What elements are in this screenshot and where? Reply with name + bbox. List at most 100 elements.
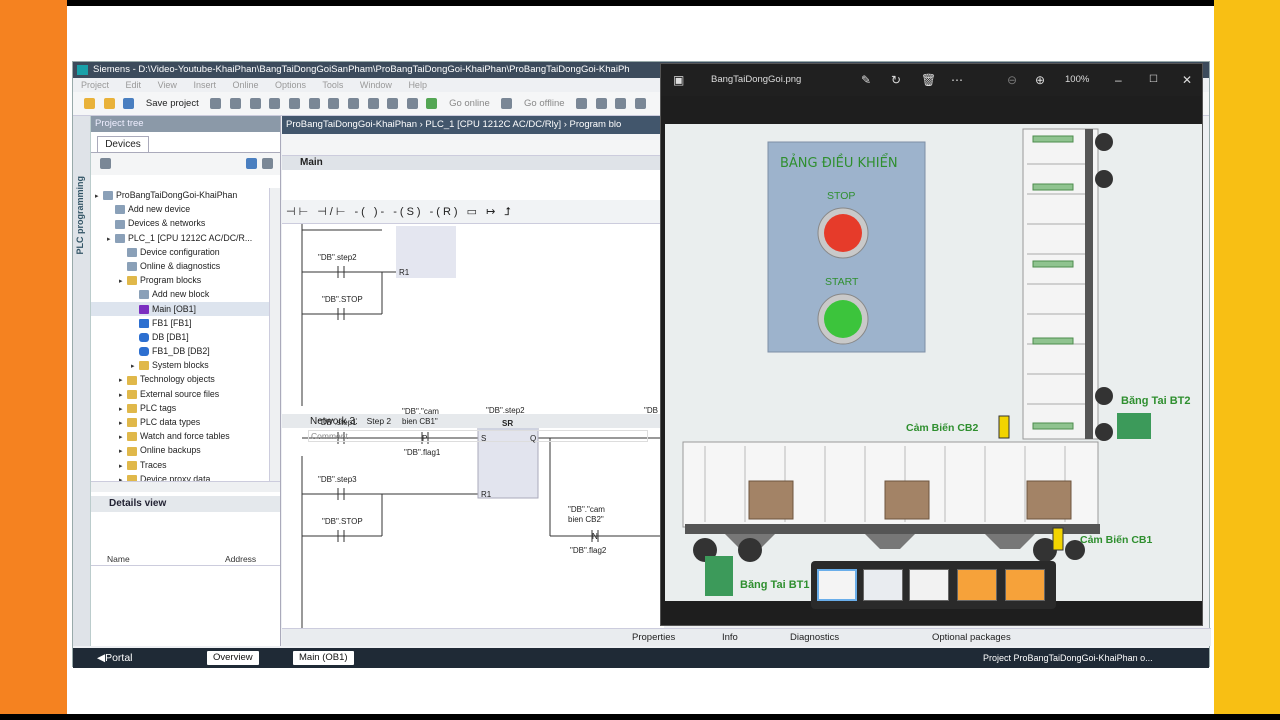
tree-item[interactable]: ▸Program blocks <box>91 273 269 287</box>
properties-tab[interactable]: Properties <box>632 632 676 643</box>
tree-expander-icon[interactable]: ▸ <box>119 391 123 399</box>
open-project-icon[interactable] <box>103 97 115 109</box>
network-3-comment[interactable]: Comment <box>308 430 648 442</box>
tree-expander-icon[interactable]: ▸ <box>95 193 99 200</box>
simulate-icon[interactable] <box>406 97 418 109</box>
go-online-icon[interactable] <box>426 97 438 109</box>
tree-expander-icon[interactable]: ▸ <box>119 278 123 286</box>
project-tree-scrollbar[interactable] <box>269 188 280 481</box>
tree-item[interactable]: FB1 [FB1] <box>91 316 269 330</box>
menu-help[interactable]: Help <box>408 80 427 90</box>
go-offline-button[interactable]: Go offline <box>524 98 565 109</box>
tree-item[interactable]: ▸PLC data types <box>91 415 269 429</box>
tree-item[interactable]: ▸Watch and force tables <box>91 429 269 443</box>
thumbnail-2[interactable] <box>863 569 903 601</box>
menu-tools[interactable]: Tools <box>322 80 344 90</box>
tree-expander-icon[interactable]: ▸ <box>119 405 123 413</box>
minimize-icon[interactable]: – <box>1115 73 1122 87</box>
download-icon[interactable] <box>367 97 379 109</box>
label-db-step2[interactable]: "DB".step2 <box>318 253 357 262</box>
label-db-flag2[interactable]: "DB".flag2 <box>570 546 607 555</box>
project-tree-hscrollbar[interactable] <box>91 481 280 492</box>
stop-button[interactable] <box>824 214 862 252</box>
thumbnail-5[interactable] <box>1005 569 1045 601</box>
label-db-stop-2[interactable]: "DB".STOP <box>322 517 363 526</box>
overview-tab[interactable]: Overview <box>207 651 259 665</box>
tree-item[interactable]: ▸System blocks <box>91 358 269 372</box>
tree-item[interactable]: ▸Technology objects <box>91 372 269 386</box>
tree-expander-icon[interactable]: ▸ <box>119 462 123 470</box>
tree-expander-icon[interactable]: ▸ <box>131 363 135 371</box>
save-icon[interactable] <box>123 97 135 109</box>
tree-item[interactable]: ▸Online backups <box>91 443 269 457</box>
start-button[interactable] <box>824 300 862 338</box>
label-sr-coil-step2[interactable]: "DB".step2 <box>486 406 525 415</box>
details-col-address[interactable]: Address <box>225 554 257 564</box>
tree-item[interactable]: FB1_DB [DB2] <box>91 344 269 358</box>
delete-icon[interactable]: 🗑 <box>921 73 937 87</box>
close-icon[interactable]: ✕ <box>1182 73 1193 87</box>
tree-item[interactable]: ▸External source files <box>91 387 269 401</box>
paste-icon[interactable] <box>269 97 281 109</box>
main-ob1-tab[interactable]: Main (OB1) <box>293 651 354 665</box>
delete-icon[interactable] <box>288 97 300 109</box>
cut-icon[interactable] <box>230 97 242 109</box>
thumbnail-4[interactable] <box>957 569 997 601</box>
start-cpu-icon[interactable] <box>595 97 607 109</box>
label-db-step1[interactable]: "DB".step1 <box>318 418 357 427</box>
go-online-button[interactable]: Go online <box>449 98 490 109</box>
info-tab[interactable]: Info <box>722 632 738 643</box>
tree-item[interactable]: ▸PLC_1 [CPU 1212C AC/DC/R... <box>91 231 269 245</box>
menu-options[interactable]: Options <box>275 80 307 90</box>
tree-item[interactable]: Device configuration <box>91 245 269 259</box>
accessible-devices-icon[interactable] <box>576 97 588 109</box>
label-db-flag1[interactable]: "DB".flag1 <box>404 448 441 457</box>
list-view-icon[interactable] <box>246 158 257 169</box>
tree-item[interactable]: Add new device <box>91 202 269 216</box>
zoom-out-icon[interactable]: ⊖ <box>1007 73 1018 87</box>
tree-item[interactable]: Add new block <box>91 287 269 301</box>
refresh-icon[interactable] <box>262 158 273 169</box>
menu-project[interactable]: Project <box>81 80 110 90</box>
rotate-icon[interactable]: ↻ <box>891 73 902 87</box>
tree-expander-icon[interactable]: ▸ <box>107 235 111 243</box>
edit-icon[interactable]: ✎ <box>861 73 872 87</box>
menu-edit[interactable]: Edit <box>125 80 142 90</box>
tree-item[interactable]: ▸ProBangTaiDongGoi-KhaiPhan <box>91 188 269 202</box>
redo-icon[interactable] <box>328 97 340 109</box>
thumbnail-3[interactable] <box>909 569 949 601</box>
tree-expander-icon[interactable]: ▸ <box>119 377 123 385</box>
tree-item[interactable]: ▸Traces <box>91 458 269 472</box>
network-3-header[interactable]: Network 3: Step 2 <box>282 414 664 428</box>
show-overview-icon[interactable] <box>100 158 111 169</box>
optional-packages[interactable]: Optional packages <box>932 632 1011 643</box>
compile-icon[interactable] <box>347 97 359 109</box>
diagnostics-tab[interactable]: Diagnostics <box>790 632 840 643</box>
upload-icon[interactable] <box>387 97 399 109</box>
tree-item[interactable]: Devices & networks <box>91 216 269 230</box>
maximize-icon[interactable]: ☐ <box>1149 74 1158 85</box>
new-project-icon[interactable] <box>84 97 95 109</box>
print-icon[interactable] <box>210 97 222 109</box>
menu-insert[interactable]: Insert <box>193 80 216 90</box>
thumbnail-1-selected[interactable] <box>817 569 857 601</box>
details-col-name[interactable]: Name <box>107 554 130 564</box>
tree-expander-icon[interactable]: ▸ <box>119 476 123 481</box>
image-canvas[interactable]: BẢNG ĐIỀU KHIỂN STOP START Băng Tai BT2 … <box>665 124 1202 601</box>
close-x-icon[interactable] <box>635 97 647 109</box>
tree-item[interactable]: DB [DB1] <box>91 330 269 344</box>
tree-expander-icon[interactable]: ▸ <box>119 448 123 456</box>
label-cam-bien-cb2[interactable]: "DB"."cam bien CB2" <box>568 505 605 524</box>
details-view-header[interactable]: Details view <box>91 496 280 512</box>
ladder-instruction-bar[interactable]: ⊣⊢ ⊣/⊢ -( )- -(S) -(R) ▭ ↦ ⮥ <box>282 200 664 224</box>
menu-view[interactable]: View <box>157 80 177 90</box>
tree-expander-icon[interactable]: ▸ <box>119 434 123 442</box>
label-db-step3[interactable]: "DB".step3 <box>318 475 357 484</box>
go-offline-icon[interactable] <box>501 97 513 109</box>
plc-programming-side-tab[interactable]: PLC programming <box>73 116 91 646</box>
tree-item[interactable]: Main [OB1] <box>91 301 269 316</box>
tree-item[interactable]: ▸PLC tags <box>91 401 269 415</box>
label-db-stop[interactable]: "DB".STOP <box>322 295 363 304</box>
label-cam-bien-cb1[interactable]: "DB"."cam bien CB1" <box>402 407 439 426</box>
copy-icon[interactable] <box>249 97 261 109</box>
